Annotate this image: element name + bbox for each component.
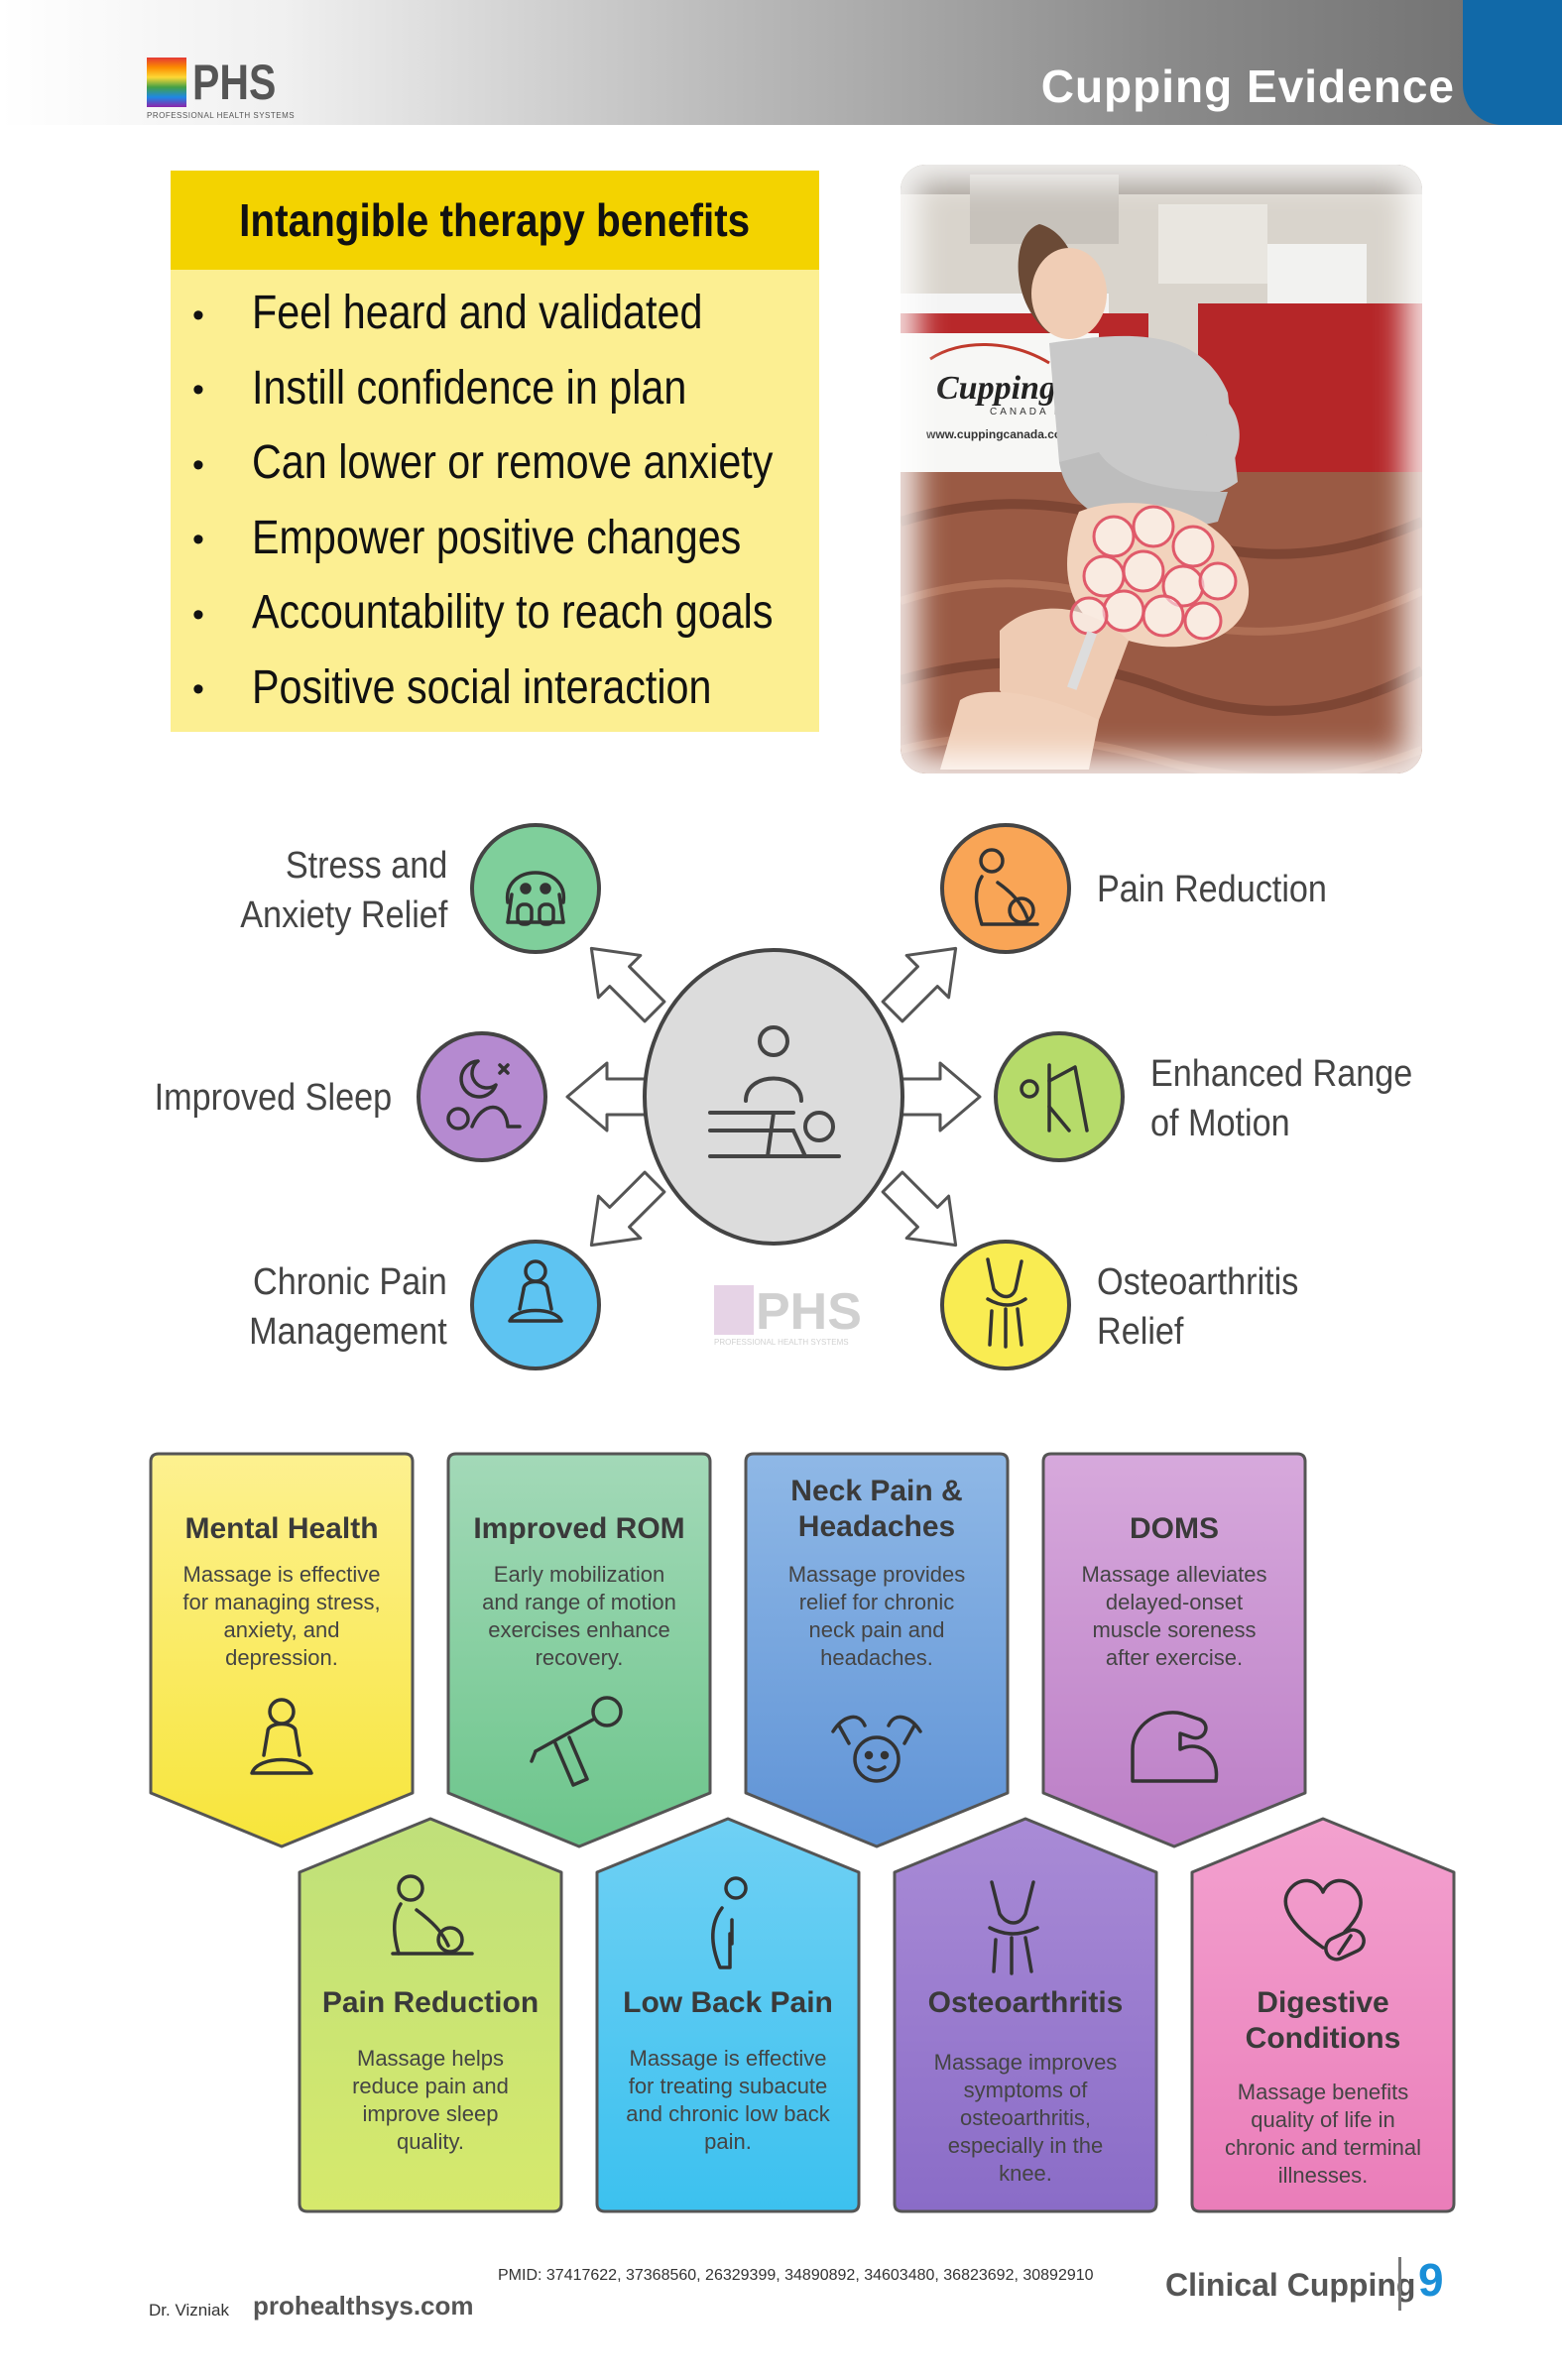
massage-table-icon xyxy=(708,1025,841,1158)
stretch-rom-icon xyxy=(1020,1063,1089,1132)
list-item: •Empower positive changes xyxy=(192,511,742,564)
card-title: Pain Reduction xyxy=(321,1986,540,2019)
benefits-hub-diagram: PHS PROFESSIONAL HEALTH SYSTEMS xyxy=(417,823,1125,1370)
card-title: Low Back Pain xyxy=(623,1986,833,2019)
knee-joint-icon xyxy=(988,1880,1039,1975)
pain-person-icon xyxy=(391,1874,474,1956)
pain-person-icon xyxy=(974,848,1039,926)
rom-circle xyxy=(994,1031,1125,1162)
banner-url: www.cuppingcanada.com xyxy=(925,427,1072,441)
cupping-photo: Cupping CANADA INC www.cuppingcanada.com xyxy=(901,165,1422,774)
baby-face-hands-icon xyxy=(831,1715,922,1783)
banner-brand: Cupping xyxy=(936,370,1056,407)
card-title: Mental Health xyxy=(184,1512,379,1545)
page-number: 9 xyxy=(1418,2254,1444,2306)
label-pain-reduction: Pain Reduction xyxy=(1097,869,1327,910)
anxious-face-icon xyxy=(506,871,565,926)
page-title: Cupping Evidence xyxy=(1040,60,1455,112)
list-item: •Feel heard and validated xyxy=(192,287,703,339)
card-pain-reduction xyxy=(298,1817,563,2213)
author: Dr. Vizniak xyxy=(149,2301,229,2320)
knee-joint-icon xyxy=(986,1257,1027,1349)
logo-subtitle: PROFESSIONAL HEALTH SYSTEMS xyxy=(147,111,296,120)
benefits-box: Intangible therapy benefits •Feel heard … xyxy=(171,171,819,732)
flexed-arm-icon xyxy=(1131,1711,1219,1783)
benefits-title: Intangible therapy benefits xyxy=(171,171,819,270)
svg-text:PHS: PHS xyxy=(756,1283,862,1341)
page-header: PHS PROFESSIONAL HEALTH SYSTEMS Cupping … xyxy=(0,0,1562,125)
header-tab xyxy=(1463,0,1562,125)
phs-watermark: PHS PROFESSIONAL HEALTH SYSTEMS xyxy=(714,1283,862,1347)
list-item: •Accountability to reach goals xyxy=(192,586,774,639)
rainbow-tree-icon xyxy=(147,58,186,107)
card-title: Neck Pain &Headaches xyxy=(790,1475,963,1543)
book-title: Clinical Cupping xyxy=(1165,2267,1416,2303)
meditation-icon xyxy=(250,1698,313,1775)
meditation-icon xyxy=(508,1259,563,1323)
label-improved-sleep: Improved Sleep xyxy=(154,1077,392,1119)
card-improved-rom xyxy=(446,1452,712,1848)
benefit-cards xyxy=(149,1452,1456,2213)
card-neck-pain xyxy=(744,1452,1010,1848)
back-posture-icon xyxy=(711,1876,748,1969)
card-osteoarthritis xyxy=(893,1817,1158,2213)
card-doms xyxy=(1041,1452,1307,1848)
phs-logo: PHS PROFESSIONAL HEALTH SYSTEMS xyxy=(147,55,295,121)
card-digestive xyxy=(1190,1817,1456,2213)
list-item: •Can lower or remove anxiety xyxy=(192,436,774,489)
list-item: •Positive social interaction xyxy=(192,660,712,714)
card-title: DOMS xyxy=(1130,1512,1219,1545)
benefits-list: •Feel heard and validated •Instill confi… xyxy=(171,270,819,725)
cupping-photo-illustration: Cupping CANADA INC www.cuppingcanada.com xyxy=(901,165,1422,774)
hub-arrows xyxy=(565,946,982,1248)
chronic-pain-circle xyxy=(470,1240,601,1370)
list-item: •Instill confidence in plan xyxy=(192,361,687,415)
banner-sub: CANADA INC xyxy=(990,407,1080,417)
heart-pill-icon xyxy=(1283,1878,1366,1962)
moon-sleep-icon xyxy=(446,1059,522,1130)
card-mental-health xyxy=(149,1452,415,1848)
footer-divider xyxy=(1398,2257,1401,2311)
card-low-back-pain xyxy=(595,1817,861,2213)
stretching-icon xyxy=(530,1696,623,1787)
svg-text:PROFESSIONAL HEALTH SYSTEMS: PROFESSIONAL HEALTH SYSTEMS xyxy=(714,1338,849,1347)
massage-center-circle xyxy=(643,948,904,1246)
card-title: Osteoarthritis xyxy=(927,1986,1124,2019)
website-link[interactable]: prohealthsys.com xyxy=(253,2291,474,2320)
references: PMID: 37417622, 37368560, 26329399, 3489… xyxy=(498,2267,1094,2284)
logo-text: PHS xyxy=(192,55,277,110)
card-title: Improved ROM xyxy=(473,1512,685,1545)
stress-relief-circle xyxy=(470,823,601,954)
